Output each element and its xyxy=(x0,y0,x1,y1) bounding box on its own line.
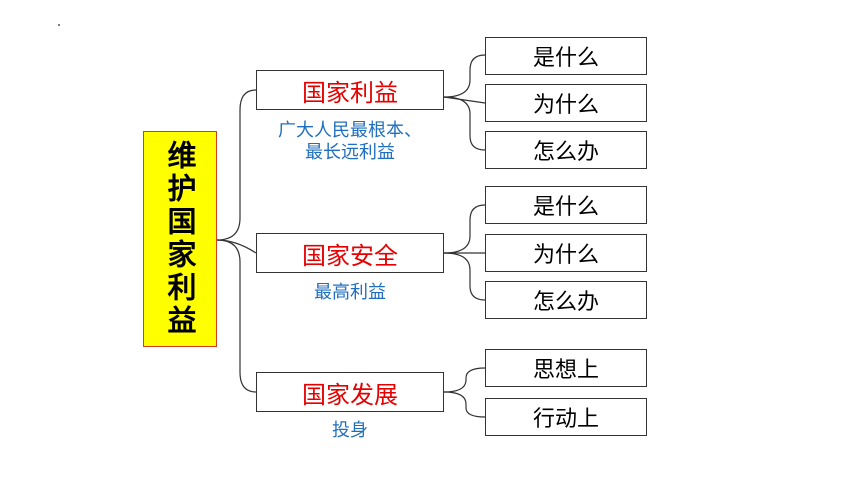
branch-note-1: 广大人民最根本、 最长远利益 xyxy=(256,120,444,164)
leaf-label: 为什么 xyxy=(532,243,599,268)
branch-note-3: 投身 xyxy=(256,420,444,442)
note-line: 广大人民最根本、 xyxy=(278,120,422,141)
root-brace-join xyxy=(216,239,241,263)
root-node: 维护国家利益 xyxy=(143,131,217,347)
leaf-label: 怎么办 xyxy=(532,140,599,165)
branch-national-security: 国家安全 xyxy=(256,233,444,273)
brace-2-bottom xyxy=(443,252,486,301)
decorative-dot xyxy=(58,24,60,26)
root-brace-bottom xyxy=(239,262,257,393)
brace-1-bottom xyxy=(443,96,486,151)
branch-note-2: 最高利益 xyxy=(256,282,444,304)
branch-national-interest: 国家利益 xyxy=(256,70,444,110)
leaf-2-2: 为什么 xyxy=(485,234,647,272)
brace-3-top xyxy=(443,367,486,393)
leaf-label: 为什么 xyxy=(532,93,599,118)
leaf-2-3: 怎么办 xyxy=(485,281,647,319)
brace-1-top xyxy=(443,54,486,98)
root-label: 维护国家利益 xyxy=(163,140,197,338)
leaf-label: 怎么办 xyxy=(532,290,599,315)
leaf-label: 是什么 xyxy=(532,46,599,71)
brace-3-bottom xyxy=(443,391,486,418)
brace-1-mid xyxy=(443,96,486,104)
branch-label: 国家利益 xyxy=(302,78,398,107)
brace-2-top xyxy=(443,204,486,254)
leaf-2-1: 是什么 xyxy=(485,186,647,224)
leaf-label: 思想上 xyxy=(532,358,599,383)
note-line: 最高利益 xyxy=(314,282,386,303)
note-line: 投身 xyxy=(332,420,368,441)
branch-label: 国家安全 xyxy=(302,241,398,270)
note-line: 最长远利益 xyxy=(305,142,395,163)
root-brace xyxy=(216,89,257,241)
leaf-1-2: 为什么 xyxy=(485,84,647,122)
branch-label: 国家发展 xyxy=(302,380,398,409)
leaf-3-1: 思想上 xyxy=(485,349,647,387)
leaf-1-1: 是什么 xyxy=(485,37,647,75)
leaf-label: 行动上 xyxy=(532,407,599,432)
leaf-3-2: 行动上 xyxy=(485,398,647,436)
branch-national-development: 国家发展 xyxy=(256,372,444,412)
root-brace-mid xyxy=(216,239,257,254)
leaf-label: 是什么 xyxy=(532,195,599,220)
leaf-1-3: 怎么办 xyxy=(485,131,647,169)
